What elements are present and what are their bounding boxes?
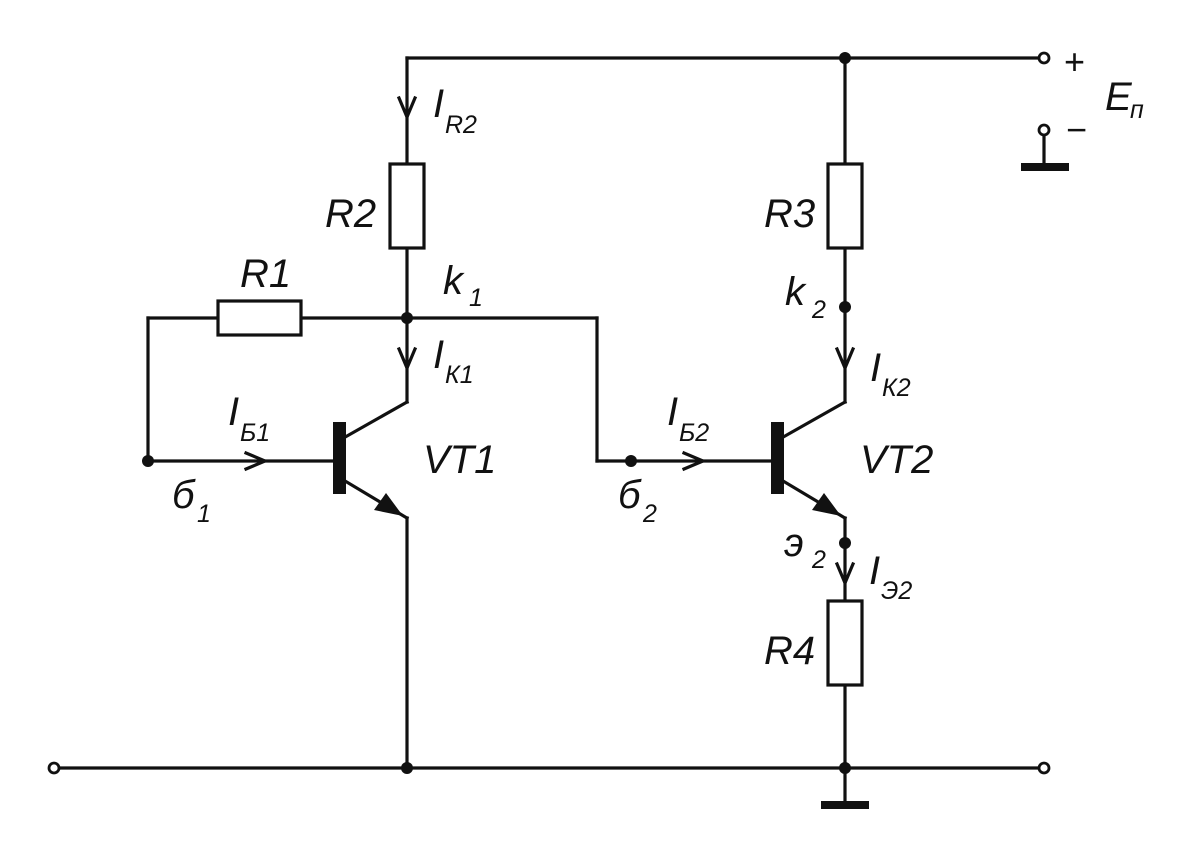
ground-bar-bottom xyxy=(821,801,869,809)
label-b2: б 2 xyxy=(618,473,657,528)
label-r3: R3 xyxy=(764,192,815,236)
label-current-ib2: I Б2 xyxy=(667,390,709,447)
svg-text:k: k xyxy=(443,259,465,303)
svg-text:Э2: Э2 xyxy=(881,577,912,605)
current-arrow-ib1-icon xyxy=(243,450,270,472)
junction-k2 xyxy=(839,301,851,313)
label-current-ik2: I К2 xyxy=(870,346,911,402)
label-k2: k 2 xyxy=(785,270,826,324)
vt2-collector-lead xyxy=(775,399,848,443)
current-arrow-ib2-icon xyxy=(681,450,708,472)
svg-text:э: э xyxy=(784,521,804,565)
label-current-ir2: I R2 xyxy=(433,82,477,139)
label-current-ik1: I К1 xyxy=(433,333,474,389)
terminal-supply-plus xyxy=(1037,51,1051,65)
label-minus: − xyxy=(1066,109,1087,150)
label-r4: R4 xyxy=(764,629,815,673)
junction-ground-left xyxy=(401,762,413,774)
svg-text:I: I xyxy=(870,346,881,390)
svg-text:I: I xyxy=(433,82,444,126)
svg-text:б: б xyxy=(172,473,196,517)
terminal-ground-left xyxy=(47,761,61,775)
label-r1: R1 xyxy=(240,252,291,296)
svg-text:Б2: Б2 xyxy=(679,419,709,447)
svg-text:2: 2 xyxy=(811,296,826,324)
junction-k1 xyxy=(401,312,413,324)
terminal-ground-right xyxy=(1037,761,1051,775)
label-supply: E п xyxy=(1105,75,1144,124)
svg-text:E: E xyxy=(1105,75,1133,119)
junction-rail-right xyxy=(839,52,851,64)
junction-b2 xyxy=(625,455,637,467)
vt2-base-bar xyxy=(771,422,784,494)
label-e2: э 2 xyxy=(784,521,826,574)
label-r2: R2 xyxy=(325,192,376,236)
svg-text:I: I xyxy=(667,390,678,434)
vt2-emitter-arrow-icon xyxy=(812,493,841,516)
svg-text:I: I xyxy=(228,390,239,434)
current-arrow-ik2-icon xyxy=(834,346,856,373)
label-plus: + xyxy=(1064,41,1085,82)
label-k1: k 1 xyxy=(443,259,483,312)
svg-text:I: I xyxy=(433,333,444,377)
vt1-base-bar xyxy=(333,422,346,494)
wires xyxy=(52,56,1046,805)
current-arrow-ik1-icon xyxy=(396,346,418,373)
resistor-r4 xyxy=(826,599,864,687)
svg-text:2: 2 xyxy=(811,546,826,574)
svg-text:Б1: Б1 xyxy=(240,419,270,447)
svg-text:1: 1 xyxy=(469,284,483,312)
junction-ground-right xyxy=(839,762,851,774)
label-current-ie2: I Э2 xyxy=(869,549,912,605)
svg-text:б: б xyxy=(618,473,642,517)
resistor-r1 xyxy=(216,299,303,337)
vt1-collector-lead xyxy=(337,399,410,443)
label-vt2: VT2 xyxy=(860,438,933,482)
label-current-ib1: I Б1 xyxy=(228,390,270,447)
current-arrow-ie2-icon xyxy=(834,561,856,588)
svg-text:п: п xyxy=(1130,96,1144,124)
svg-text:k: k xyxy=(785,270,807,314)
svg-text:2: 2 xyxy=(642,500,657,528)
svg-text:1: 1 xyxy=(197,500,211,528)
junction-e2 xyxy=(839,537,851,549)
svg-text:I: I xyxy=(869,549,880,593)
terminal-supply-minus xyxy=(1037,123,1051,137)
svg-text:К2: К2 xyxy=(882,374,911,402)
label-b1: б 1 xyxy=(172,473,211,528)
label-vt1: VT1 xyxy=(423,438,496,482)
vt1-emitter-arrow-icon xyxy=(374,493,403,516)
ground-bar-supply xyxy=(1021,163,1069,171)
resistor-r2 xyxy=(388,162,426,250)
junction-b1 xyxy=(142,455,154,467)
current-arrow-ir2-icon xyxy=(396,95,418,122)
svg-text:R2: R2 xyxy=(445,111,477,139)
svg-text:К1: К1 xyxy=(445,361,474,389)
resistor-r3 xyxy=(826,162,864,250)
